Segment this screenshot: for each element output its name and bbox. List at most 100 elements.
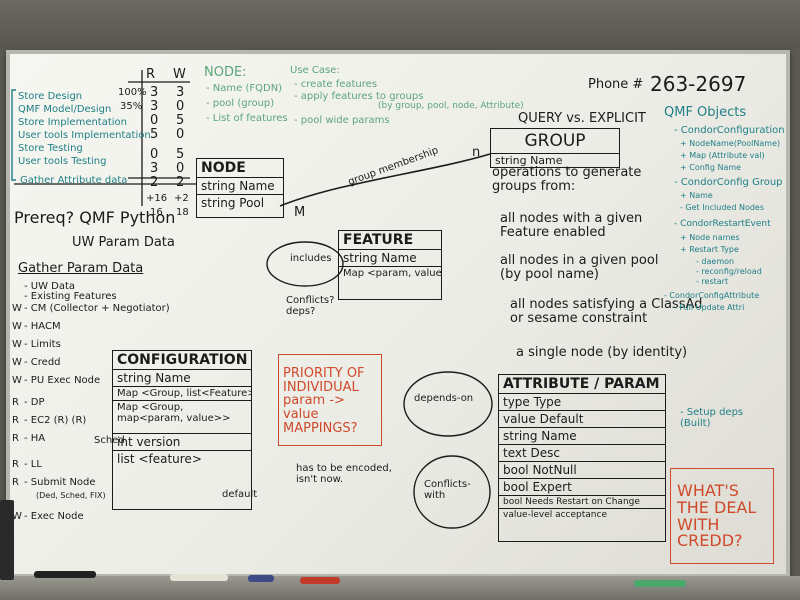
node-box-row: string Pool <box>201 196 265 210</box>
rw-cell: 0 <box>150 147 159 162</box>
rw-cell: 3 <box>176 85 185 100</box>
feature-box-row: Map <param, value> <box>343 268 441 279</box>
attribute-box-row: text Desc <box>499 445 665 462</box>
rw-cell: 3 <box>150 99 159 114</box>
query-title: QUERY vs. EXPLICIT <box>518 111 646 126</box>
rw-percent: 35% <box>120 101 143 112</box>
use-case-title: Use Case: <box>290 65 340 76</box>
node-box-title: NODE <box>197 159 283 178</box>
gather-item: - DP <box>24 397 45 408</box>
priority-note-box: PRIORITY OF INDIVIDUAL param -> value MA… <box>278 354 382 446</box>
marker-black-icon[interactable] <box>34 571 96 578</box>
group-box: GROUP string Name <box>490 128 620 168</box>
marker-red-icon[interactable] <box>300 577 340 584</box>
gather-w: W <box>12 339 22 350</box>
relation-m: M <box>294 205 306 220</box>
qmf-title: QMF Objects <box>664 105 747 120</box>
gather-w: W <box>12 303 22 314</box>
gather-w: W <box>12 357 22 368</box>
gather-w: R <box>12 415 19 426</box>
rw-header-r: R <box>146 67 156 82</box>
qmf-item: - CondorRestartEvent <box>674 219 771 229</box>
rw-cell: 3 <box>150 85 159 100</box>
configuration-box-row: Map <Group, map<param, value>> <box>113 401 251 434</box>
rw-subtotal: +2 <box>174 193 189 204</box>
ops-item: all nodes in a given pool (by pool name) <box>500 253 659 282</box>
gather-item: - Credd <box>24 357 61 368</box>
spray-bottle-icon <box>0 500 14 580</box>
node-notes-item: - Name (FQDN) <box>206 83 283 94</box>
node-notes-item: - pool (group) <box>206 98 275 109</box>
gather-item: (Ded, Sched, FIX) <box>36 491 106 500</box>
qmf-item: + Node names <box>680 233 740 242</box>
ops-intro: operations to generate groups from: <box>492 165 642 194</box>
attribute-box: ATTRIBUTE / PARAM type Type value Defaul… <box>498 374 666 542</box>
attribute-box-title: ATTRIBUTE / PARAM <box>499 375 665 394</box>
node-notes-title: NODE: <box>204 65 247 80</box>
phone-number: 263-2697 <box>650 72 747 96</box>
rw-total: 18 <box>176 207 189 218</box>
qmf-item: - Get Included Nodes <box>680 203 765 212</box>
task-item: Store Testing <box>18 143 83 154</box>
credd-note: WHAT'S THE DEAL WITH CREDD? <box>677 481 757 551</box>
configuration-box-row: Map <Group, list<Feature>> <box>113 387 251 401</box>
marker-blue-icon[interactable] <box>248 575 274 582</box>
gather-item: - Exec Node <box>24 511 84 522</box>
rw-cell: 0 <box>176 161 185 176</box>
node-notes-item: - List of features <box>206 113 288 124</box>
diagram-lines <box>11 70 493 529</box>
feature-box-row: string Name <box>339 250 441 267</box>
ops-item: all nodes with a given Feature enabled <box>500 211 643 240</box>
gather-item: - Limits <box>24 339 61 350</box>
rw-header-w: W <box>173 67 186 82</box>
wall <box>0 0 800 48</box>
configuration-box-title: CONFIGURATION <box>113 351 251 370</box>
qmf-item: + NodeName(PoolName) <box>680 139 781 148</box>
feature-box: FEATURE string Name Map <param, value> <box>338 230 442 300</box>
node-box: NODE string Name string Pool <box>196 158 284 218</box>
task-item: Store Implementation <box>18 117 128 128</box>
gather-w: W <box>12 375 22 386</box>
priority-answer: has to be encoded, isn't now. <box>296 463 392 485</box>
task-item: QMF Model/Design <box>18 104 112 115</box>
task-item-last: Gather Attribute data <box>20 175 128 186</box>
attribute-box-row: value Default <box>499 411 665 428</box>
gather-title: Gather Param Data <box>18 261 144 276</box>
configuration-box-row: string Name <box>113 370 251 387</box>
configuration-default: default <box>222 489 258 500</box>
rw-total: 16 <box>150 207 163 218</box>
rw-cell: 5 <box>176 147 185 162</box>
qmf-item: + Map (Attribute val) <box>680 151 765 160</box>
priority-note: PRIORITY OF INDIVIDUAL param -> value MA… <box>283 366 365 436</box>
ops-item: all nodes satisfying a ClassAd or sesame… <box>510 297 703 326</box>
phone-label: Phone # <box>588 77 644 92</box>
task-item: User tools Testing <box>18 156 107 167</box>
attribute-box-row: bool Needs Restart on Change <box>499 496 665 509</box>
prereq-text: Prereq? QMF Python <box>14 208 176 227</box>
task-item: Store Design <box>18 91 83 102</box>
relation-n: n <box>472 145 481 160</box>
feature-conflicts: Conflicts? deps? <box>286 295 335 317</box>
qmf-item: - CondorConfig Group <box>674 177 783 188</box>
gather-w: R <box>12 477 19 488</box>
configuration-box-row: list <feature> <box>117 452 202 466</box>
use-case-item: (by group, pool, node, Attribute) <box>378 101 524 111</box>
rw-percent: 100% <box>118 87 147 98</box>
use-case-item: - apply features to groups <box>294 91 424 102</box>
eraser-icon[interactable] <box>170 574 228 581</box>
rw-subtotal: +16 <box>146 193 168 204</box>
rw-cell: 0 <box>176 99 185 114</box>
credd-note-box: WHAT'S THE DEAL WITH CREDD? <box>670 468 774 564</box>
whiteboard: Store Design QMF Model/Design Store Impl… <box>6 50 790 578</box>
rw-cell: 5 <box>176 113 185 128</box>
gather-item: - UW Data <box>24 281 76 292</box>
node-box-row: string Name <box>197 178 283 195</box>
gather-sched: Sched <box>94 435 125 446</box>
qmf-item: - Full Update Attri <box>674 303 745 312</box>
gather-item: - PU Exec Node <box>24 375 101 386</box>
qmf-item: - daemon <box>696 257 735 266</box>
marker-green-icon[interactable] <box>634 580 686 587</box>
prereq-sub: UW Param Data <box>72 235 175 250</box>
gather-item: - Existing Features <box>24 291 117 302</box>
attribute-box-row: value-level acceptance <box>503 510 607 520</box>
